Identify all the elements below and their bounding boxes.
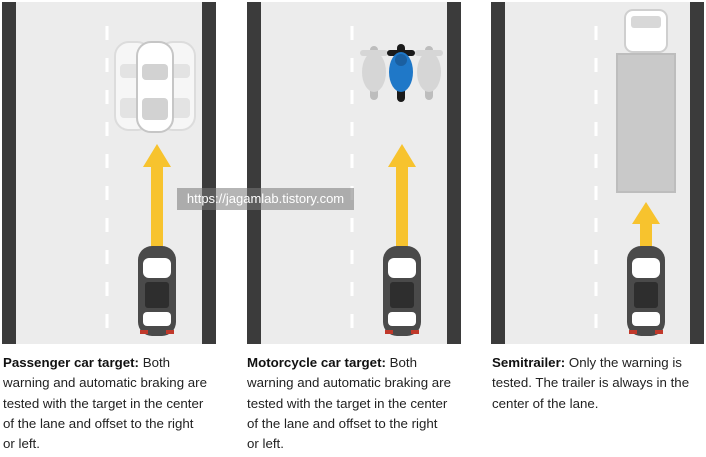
road-edge-left <box>491 2 505 344</box>
target-motorcycle-center-icon <box>387 44 415 102</box>
caption-text-passenger: Both warning and automatic braking are t… <box>3 355 208 452</box>
target-car-center-icon <box>136 41 174 133</box>
lane-svg-semitrailer <box>491 2 704 344</box>
semitrailer-target-icon <box>616 53 676 193</box>
lane-svg-motorcycle <box>247 2 461 344</box>
lane-diagram-passenger <box>2 2 216 344</box>
truck-cab-icon <box>624 9 668 53</box>
road-edge-left <box>2 2 16 344</box>
approach-arrow-icon <box>143 144 171 247</box>
target-motorcycle-offset-right-icon <box>415 46 443 100</box>
test-car-icon <box>138 246 176 336</box>
approach-arrow-icon <box>632 202 660 248</box>
lane-diagram-semitrailer <box>491 2 704 344</box>
road-edge-right <box>447 2 461 344</box>
lane-svg-passenger <box>2 2 216 344</box>
road-edge-right <box>690 2 704 344</box>
caption-passenger: Passenger car target: Both warning and a… <box>3 353 208 454</box>
lane-diagram-motorcycle <box>247 2 461 344</box>
target-motorcycle-offset-left-icon <box>360 46 388 100</box>
caption-semitrailer: Semitrailer: Only the warning is tested.… <box>492 353 704 414</box>
caption-title-passenger: Passenger car target: <box>3 355 139 370</box>
caption-title-motorcycle: Motorcycle car target: <box>247 355 386 370</box>
road-edge-left <box>247 2 261 344</box>
test-car-icon <box>627 246 665 336</box>
caption-title-semitrailer: Semitrailer: <box>492 355 566 370</box>
caption-text-semitrailer: Only the warning is tested. The trailer … <box>492 355 690 411</box>
caption-motorcycle: Motorcycle car target: Both warning and … <box>247 353 452 454</box>
road-edge-right <box>202 2 216 344</box>
approach-arrow-icon <box>388 144 416 247</box>
caption-text-motorcycle: Both warning and automatic braking are t… <box>247 355 452 452</box>
test-car-icon <box>383 246 421 336</box>
watermark: https://jagamlab.tistory.com <box>177 188 354 210</box>
